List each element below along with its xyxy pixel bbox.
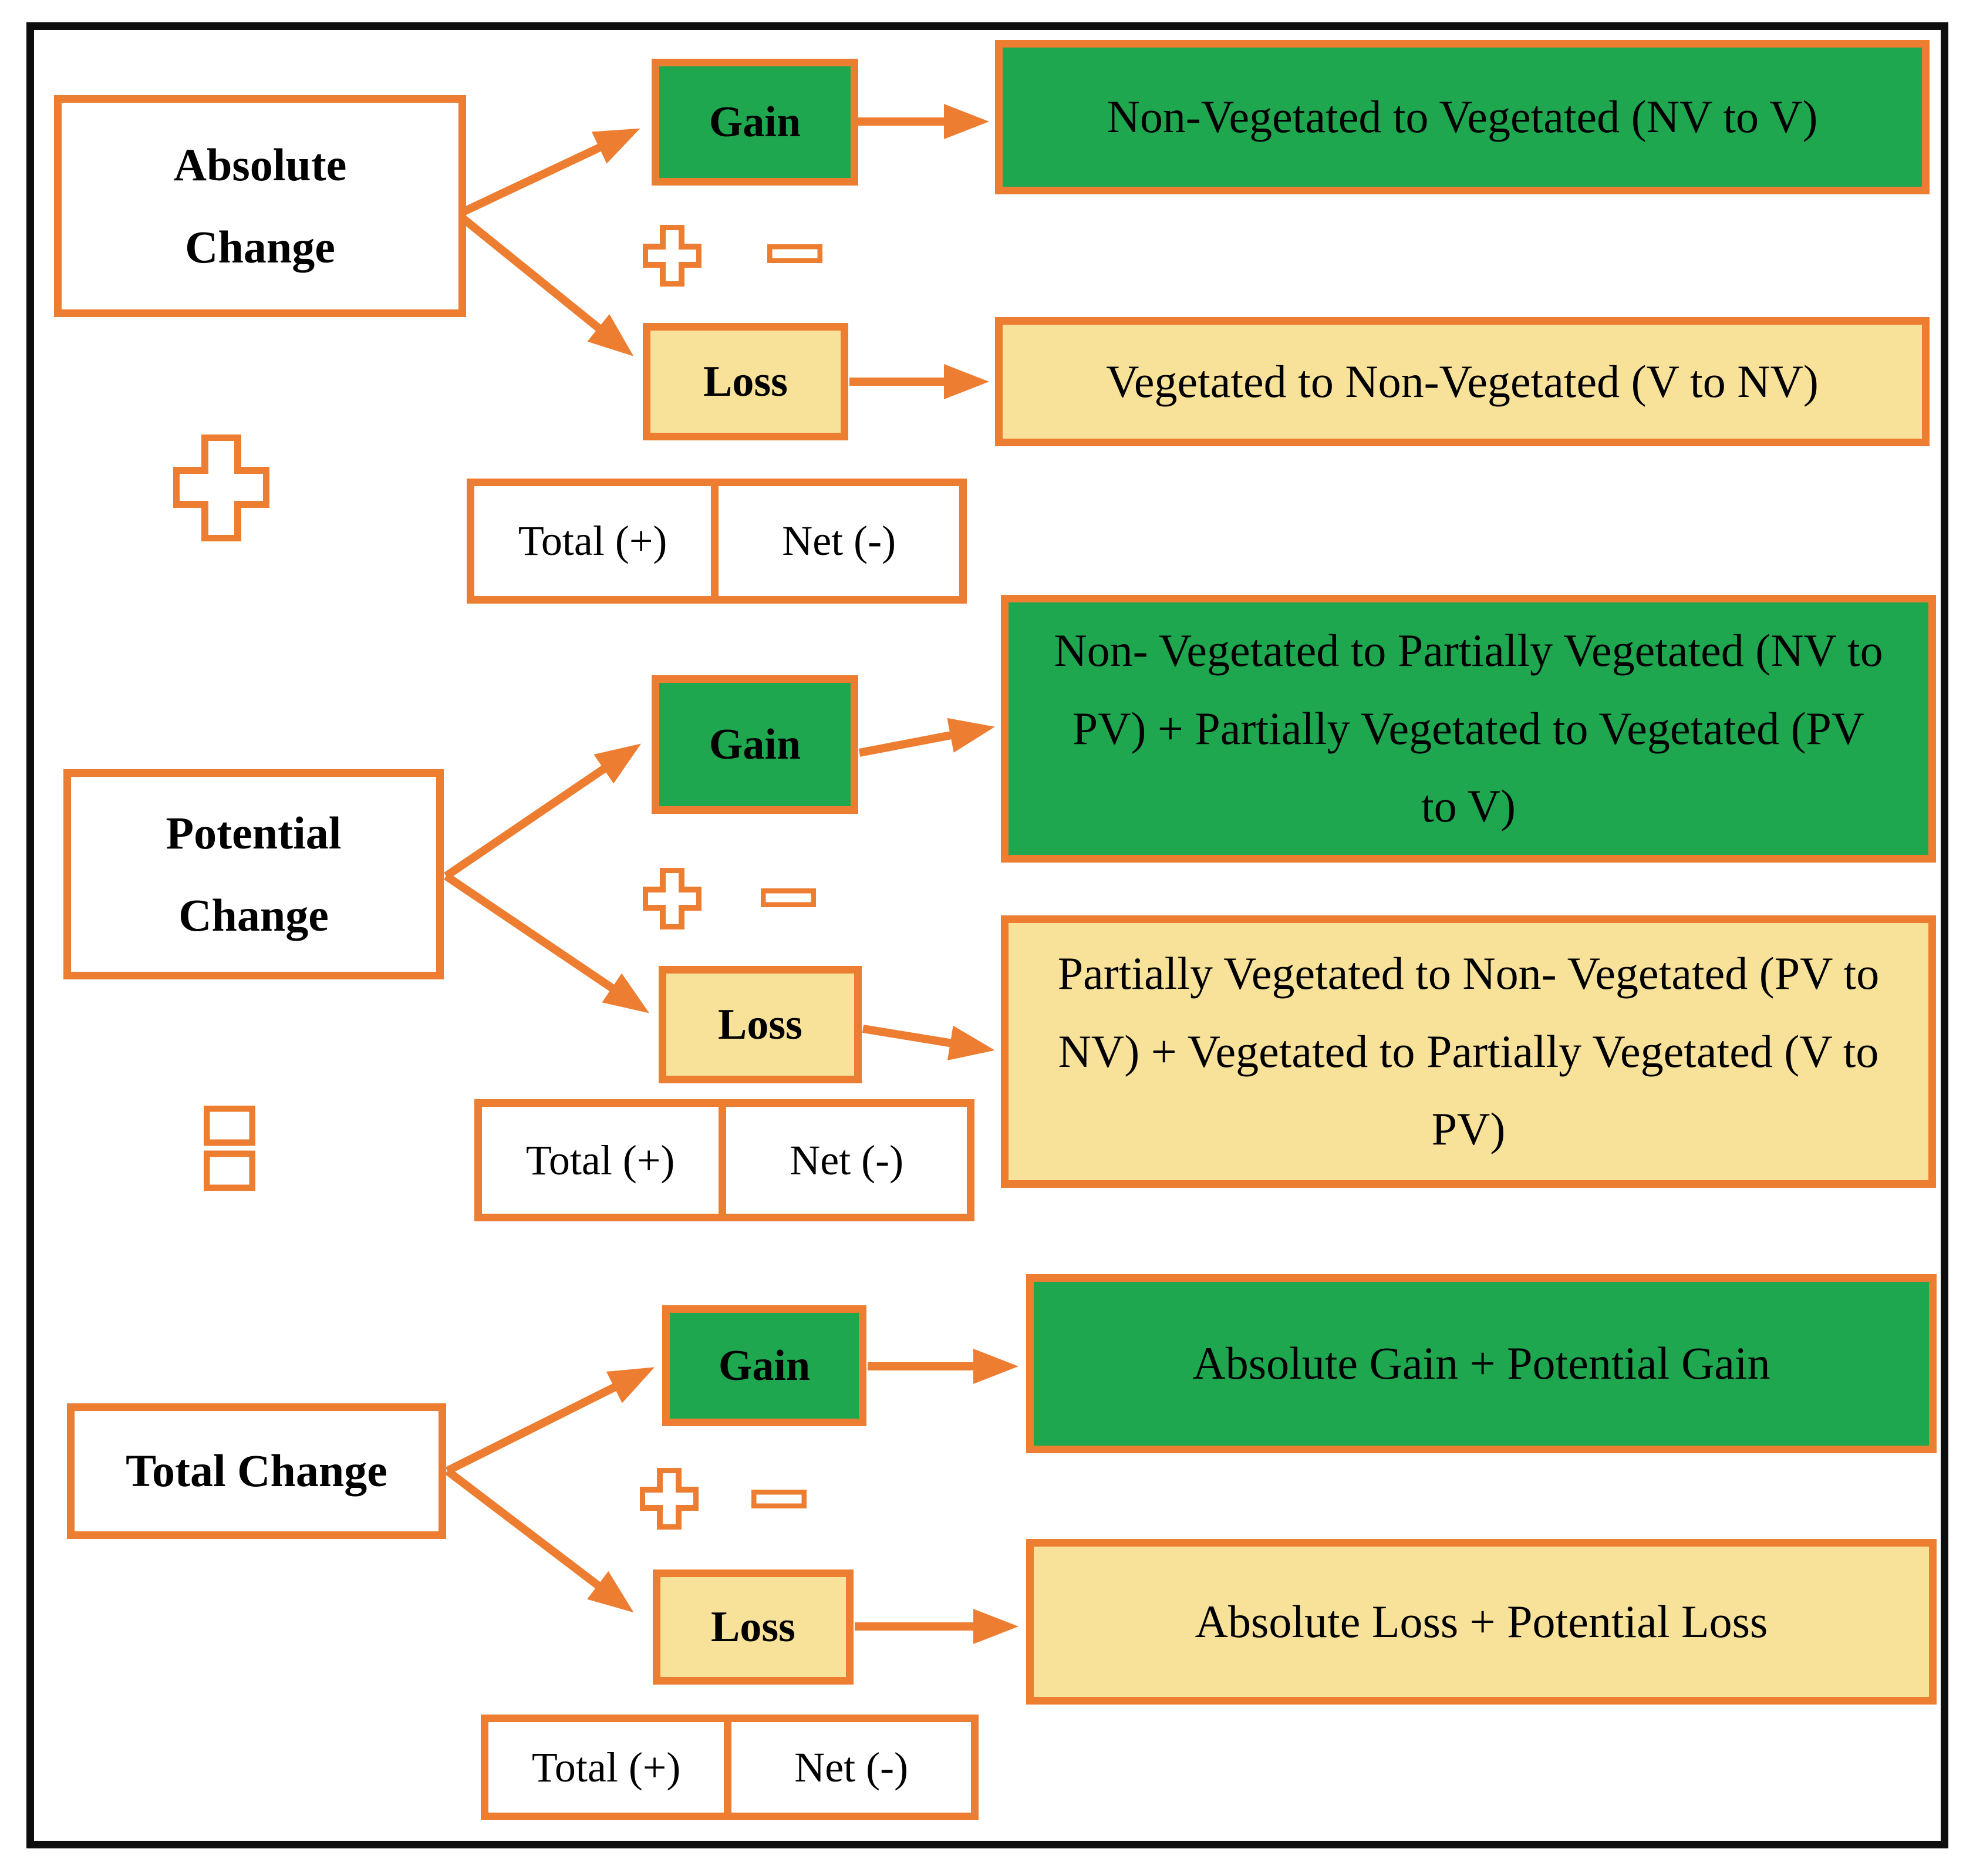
minus-icon (767, 244, 822, 263)
total-change-box: Total Change (67, 1403, 446, 1539)
absolute-total-net-table: Total (+) Net (-) (467, 479, 967, 604)
loss-box-absolute: Loss (643, 323, 848, 440)
total-loss-target-box: Absolute Loss + Potential Loss (1026, 1539, 1937, 1705)
gain-label: Gain (709, 97, 801, 146)
plus-icon (640, 1468, 699, 1530)
net-cell: Net (-) (790, 1136, 904, 1184)
loss-box-potential: Loss (659, 966, 862, 1083)
total-cell: Total (+) (474, 486, 719, 596)
absolute-change-box: Absolute Change (54, 95, 466, 317)
potential-change-box: Potential Change (63, 769, 444, 979)
section-plus-operator-icon (173, 435, 269, 541)
total-cell: Total (+) (488, 1722, 732, 1813)
plus-icon (643, 868, 701, 929)
total-gain-target-text: Absolute Gain + Potential Gain (1192, 1338, 1770, 1389)
minus-icon (761, 888, 816, 907)
loss-label: Loss (703, 357, 788, 406)
gain-box-potential: Gain (652, 675, 858, 814)
total-total-net-table: Total (+) Net (-) (481, 1715, 979, 1820)
potential-gain-target-text: Non- Vegetated to Partially Vegetated (N… (1054, 625, 1883, 832)
total-loss-target-text: Absolute Loss + Potential Loss (1195, 1595, 1768, 1647)
potential-loss-target-box: Partially Vegetated to Non- Vegetated (P… (1001, 915, 1936, 1188)
gain-label: Gain (709, 720, 801, 769)
total-change-label: Total Change (126, 1445, 387, 1497)
gain-box-absolute: Gain (652, 59, 858, 186)
minus-icon (751, 1490, 807, 1508)
potential-gain-target-box: Non- Vegetated to Partially Vegetated (N… (1001, 595, 1936, 863)
loss-label: Loss (711, 1602, 795, 1651)
absolute-loss-target-text: Vegetated to Non-Vegetated (V to NV) (1106, 355, 1819, 407)
total-gain-target-box: Absolute Gain + Potential Gain (1026, 1274, 1937, 1453)
total-cell: Total (+) (482, 1107, 727, 1214)
outer-frame (26, 22, 1948, 1848)
potential-total-net-table: Total (+) Net (-) (474, 1099, 974, 1221)
gain-box-total: Gain (662, 1305, 866, 1426)
section-equals-operator-icon (204, 1106, 255, 1191)
absolute-gain-target-text: Non-Vegetated to Vegetated (NV to V) (1107, 91, 1818, 143)
absolute-loss-target-box: Vegetated to Non-Vegetated (V to NV) (995, 317, 1930, 446)
potential-loss-target-text: Partially Vegetated to Non- Vegetated (P… (1057, 948, 1880, 1155)
potential-change-label: Potential Change (166, 807, 342, 941)
plus-icon (643, 225, 701, 287)
net-cell: Net (-) (782, 517, 896, 564)
loss-label: Loss (718, 1000, 802, 1049)
absolute-change-label: Absolute Change (173, 139, 347, 272)
loss-box-total: Loss (653, 1569, 854, 1685)
net-cell: Net (-) (794, 1743, 909, 1791)
absolute-gain-target-box: Non-Vegetated to Vegetated (NV to V) (995, 40, 1930, 194)
gain-label: Gain (718, 1341, 811, 1390)
